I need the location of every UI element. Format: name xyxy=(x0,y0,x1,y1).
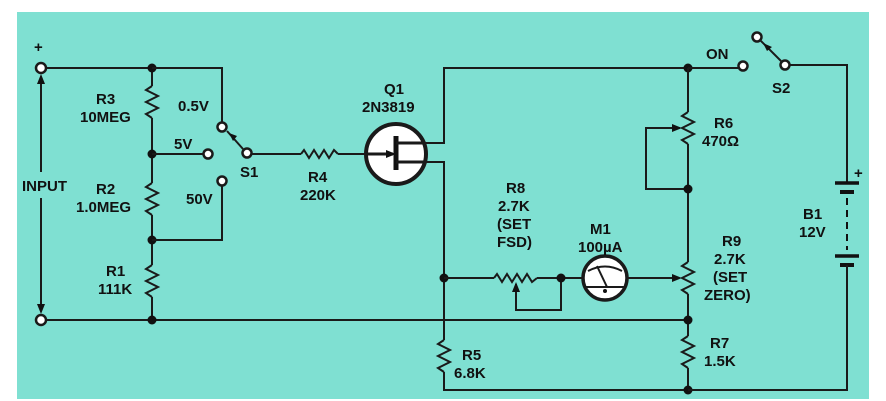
resistor-r4 xyxy=(300,148,339,160)
junction-dot xyxy=(556,273,566,283)
r9-note-1: (SET xyxy=(713,269,747,286)
input-arrow-up-icon xyxy=(37,74,45,84)
s2-name: S2 xyxy=(772,80,790,97)
r1-value: 111K xyxy=(98,281,132,298)
r6-wiper-arrow-icon xyxy=(672,124,682,132)
junction-dot xyxy=(147,315,157,325)
s2-off-contact xyxy=(751,31,763,43)
transistor-q1: Q1 2N3819 xyxy=(362,81,428,186)
r7-name: R7 xyxy=(710,335,729,352)
b1-plus-sign: + xyxy=(854,165,863,182)
wire-s2-battery xyxy=(790,64,848,182)
resistor-r1 xyxy=(143,264,161,298)
s1-arrow-icon xyxy=(229,133,237,141)
r3-name: R3 xyxy=(96,91,115,108)
r4-name: R4 xyxy=(308,169,328,186)
r6-value: 470Ω xyxy=(702,133,739,150)
r9-name: R9 xyxy=(722,233,741,250)
s1-contact-5v xyxy=(202,148,214,160)
input-negative-terminal xyxy=(34,313,48,327)
input-label: INPUT xyxy=(22,178,67,195)
r8-note-2: FSD) xyxy=(497,234,532,251)
r8-wiper-loop xyxy=(515,278,562,311)
s1-pos-50v: 50V xyxy=(186,191,213,208)
r5-value: 6.8K xyxy=(454,365,486,382)
m1-pivot xyxy=(603,289,607,293)
wire-r5-bottom xyxy=(443,372,688,391)
s1-contact-50v xyxy=(216,175,228,187)
s1-pos-05v: 0.5V xyxy=(178,98,209,115)
q1-name: Q1 xyxy=(384,81,404,98)
s2-common-contact xyxy=(779,59,791,71)
r8-name: R8 xyxy=(506,180,525,197)
r9-note-2: ZERO) xyxy=(704,287,751,304)
r4-value: 220K xyxy=(300,187,336,204)
m1-value: 100µA xyxy=(578,239,623,256)
s2-on-label: ON xyxy=(706,46,729,63)
junction-dot xyxy=(683,184,693,194)
q1-value: 2N3819 xyxy=(362,99,415,116)
wire-battery-bottom xyxy=(688,265,848,391)
r5-name: R5 xyxy=(462,347,481,364)
m1-scale xyxy=(587,265,623,272)
resistor-r8 xyxy=(493,272,538,284)
b1-name: B1 xyxy=(803,206,822,223)
r8-wiper-arrow-icon xyxy=(512,282,520,292)
s1-pos-5v: 5V xyxy=(174,136,192,153)
input-arrow-down-icon xyxy=(37,304,45,314)
wire-50v xyxy=(152,186,223,241)
wire-drain-top xyxy=(424,67,688,144)
s1-contact-05v xyxy=(216,121,228,133)
s2-on-contact xyxy=(737,60,749,72)
junction-dot xyxy=(683,315,693,325)
r9-value: 2.7K xyxy=(714,251,746,268)
s1-common-contact xyxy=(241,147,253,159)
r3-value: 10MEG xyxy=(80,109,131,126)
s2-arrow-icon xyxy=(763,43,772,51)
resistor-r5 xyxy=(435,339,453,373)
switch-s1: 0.5V 5V 50V S1 xyxy=(152,67,258,241)
r8-value: 2.7K xyxy=(498,198,530,215)
r2-name: R2 xyxy=(96,181,115,198)
r8-note-1: (SET xyxy=(497,216,531,233)
m1-body xyxy=(581,254,629,302)
r1-name: R1 xyxy=(106,263,125,280)
r2-value: 1.0MEG xyxy=(76,199,131,216)
s1-name: S1 xyxy=(240,164,258,181)
resistor-r2 xyxy=(143,182,161,216)
resistor-r3 xyxy=(143,85,161,119)
b1-value: 12V xyxy=(799,224,826,241)
resistor-r7 xyxy=(679,335,697,369)
input-positive-terminal xyxy=(34,61,48,75)
switch-s2: ON S2 xyxy=(688,31,791,97)
m1-needle xyxy=(596,265,608,288)
resistor-r9 xyxy=(679,261,697,295)
wire-05v xyxy=(152,67,223,122)
m1-name: M1 xyxy=(590,221,611,238)
input-plus-sign: + xyxy=(34,39,43,56)
r7-value: 1.5K xyxy=(704,353,736,370)
r6-wiper-loop xyxy=(645,127,688,190)
r6-name: R6 xyxy=(714,115,733,132)
meter-m1: M1 100µA xyxy=(578,221,629,302)
r9-wiper-arrow-icon xyxy=(672,274,682,282)
q1-gate-arrow-icon xyxy=(386,150,396,158)
